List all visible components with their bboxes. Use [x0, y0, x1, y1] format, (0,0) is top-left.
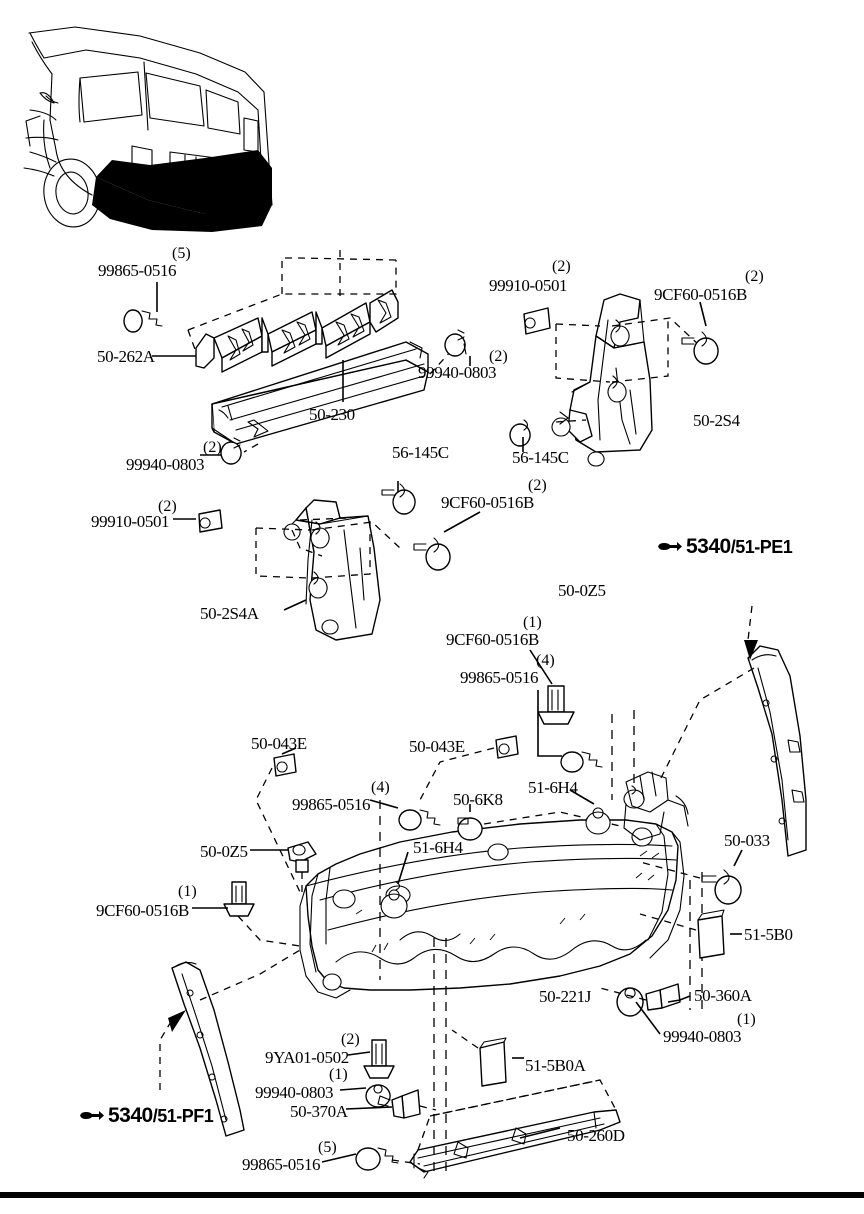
callout-part-label: 50-230: [309, 405, 355, 424]
reference-marker-pf1[interactable]: 5340/51-PF1: [78, 1104, 214, 1129]
callout-part-label: 56-145C: [392, 443, 449, 462]
callout-part-label: 50-6K8: [453, 790, 503, 809]
callout-part-label: 50-043E: [409, 737, 465, 756]
fasteners-mid-left: [192, 649, 621, 947]
vehicle-illustration: [23, 26, 273, 232]
bracket-50-2S4A: [255, 499, 401, 641]
callout-part-label: 50-2S4: [693, 411, 740, 430]
callout-qty-label: (4): [371, 779, 390, 796]
callout-qty-label: (1): [178, 883, 197, 900]
lower-reinforcement-50-260D: [409, 1079, 621, 1173]
callout-qty-label: (1): [737, 1011, 756, 1028]
leader-lines-top: [152, 244, 471, 497]
callout-part-label: 50-370A: [290, 1102, 348, 1121]
callout-part-label: 50-2S4A: [200, 604, 259, 623]
callout-part-label: 99910-0501: [91, 512, 170, 531]
callout-qty-label: (1): [523, 614, 542, 631]
callout-part-label: 51-6H4: [413, 838, 463, 857]
reference-code: 5340: [686, 535, 731, 558]
trim-strip-right: [659, 605, 807, 857]
callout-part-label: 99940-0803: [255, 1083, 334, 1102]
reference-detail: /51-PF1: [152, 1106, 214, 1126]
callout-part-label: 99865-0516: [292, 795, 371, 814]
callout-part-label: 50-221J: [539, 987, 591, 1006]
callout-part-label: 9YA01-0502: [265, 1048, 349, 1067]
callout-qty-label: (2): [158, 498, 177, 515]
pointing-hand-icon: [78, 1108, 104, 1129]
reference-marker-pe1[interactable]: 5340/51-PE1: [656, 535, 793, 560]
callout-qty-label: (2): [489, 348, 508, 365]
callout-qty-label: (5): [318, 1139, 337, 1156]
callout-qty-label: (5): [172, 245, 191, 262]
callout-part-label: 50-262A: [97, 347, 155, 366]
callout-part-label: 99940-0803: [663, 1027, 742, 1046]
fasteners-bottom: [321, 1029, 524, 1171]
callout-part-label: 50-043E: [251, 734, 307, 753]
callout-part-label: 9CF60-0516B: [96, 901, 189, 920]
fasteners-left-bracket: [173, 483, 481, 611]
callout-part-label: 50-360A: [694, 986, 752, 1005]
callout-part-label: 9CF60-0516B: [446, 630, 539, 649]
callout-part-label: 99940-0803: [418, 363, 497, 382]
callout-part-label: 9CF60-0516B: [654, 285, 747, 304]
callout-part-label: 51-5B0: [744, 925, 793, 944]
callout-part-label: 50-0Z5: [200, 842, 248, 861]
fasteners-right-lower: [599, 849, 743, 1035]
callout-qty-label: (2): [341, 1031, 360, 1048]
reference-detail: /51-PE1: [730, 537, 793, 557]
callout-qty-label: (2): [203, 439, 222, 456]
callout-part-label: 99865-0516: [98, 261, 177, 280]
callout-qty-label: (4): [536, 652, 555, 669]
reference-code: 5340: [108, 1104, 153, 1127]
callout-part-label: 56-145C: [512, 448, 569, 467]
callout-part-label: 51-6H4: [528, 778, 578, 797]
misc-marks: [417, 1167, 429, 1179]
fasteners-right-bracket: [509, 301, 719, 452]
footer-rule: [0, 1192, 864, 1198]
fasteners-top-group: [123, 309, 467, 465]
callout-part-label: 9CF60-0516B: [441, 493, 534, 512]
pointing-hand-icon: [656, 539, 682, 560]
trim-strip-left: [159, 949, 301, 1137]
callout-part-label: 50-260D: [567, 1126, 625, 1145]
callout-part-label: 99865-0516: [242, 1155, 321, 1174]
callout-qty-label: (1): [329, 1066, 348, 1083]
callout-part-label: 51-5B0A: [525, 1056, 586, 1075]
callout-part-label: 50-033: [724, 831, 770, 850]
callout-part-label: 99865-0516: [460, 668, 539, 687]
bracket-50-2S4: [551, 293, 701, 467]
callout-part-label: 99910-0501: [489, 276, 568, 295]
callout-qty-label: (2): [745, 268, 764, 285]
rear-bumper-reinforcement-assembly: [195, 289, 429, 445]
callout-part-label: 50-0Z5: [558, 581, 606, 600]
callout-qty-label: (2): [552, 258, 571, 275]
callout-part-label: 99940-0803: [126, 455, 205, 474]
callout-qty-label: (2): [528, 477, 547, 494]
